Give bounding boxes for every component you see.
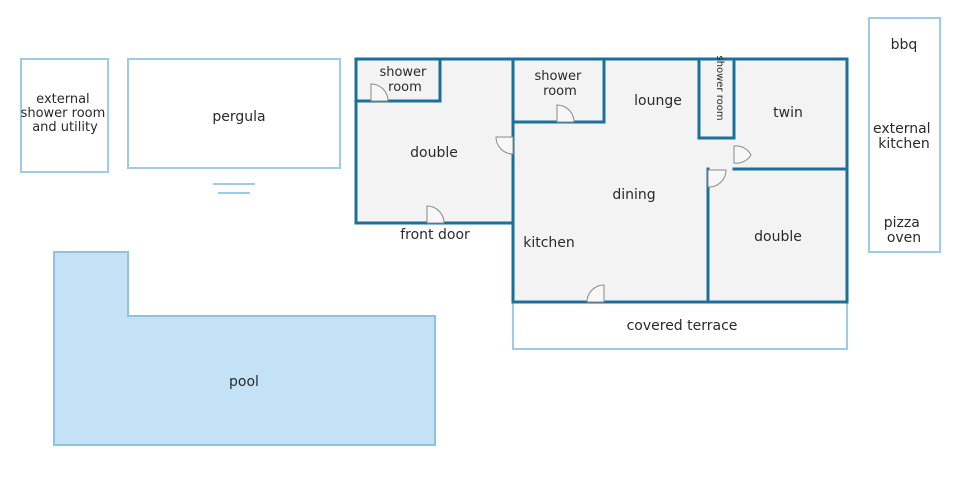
house-floor [356,59,847,302]
door-double-left [495,136,514,155]
twin-label: twin [773,105,803,121]
steps [213,183,255,194]
door-shower-mid [556,104,575,123]
pergula-outline [127,58,341,169]
shower-room-left-label: shower room [379,65,430,95]
front-door-label: front door [400,227,470,243]
double-right-label: double [754,229,802,245]
shower-room-mid-label: shower room [534,69,585,99]
covered-terrace-outline [512,301,848,350]
covered-terrace-label: covered terrace [627,318,738,334]
pizza-oven-label: pizza oven [884,215,925,246]
door-front [426,205,445,224]
lounge-label: lounge [634,93,682,109]
external-kitchen-label: external kitchen [873,121,935,152]
pool-shape [53,251,436,446]
shower-room-narrow-label: shower room [714,55,725,120]
door-terrace [586,284,605,303]
double-left-label: double [410,145,458,161]
outdoor-kitchen-outline [868,17,941,253]
kitchen-label: kitchen [523,235,575,251]
pergula-label: pergula [212,109,265,125]
door-double-right [707,169,727,188]
doors [370,83,752,303]
pool-label: pool [229,374,259,390]
door-twin [733,145,752,164]
bbq-label: bbq [891,37,918,53]
dining-label: dining [612,187,655,203]
external-shower-outline [20,58,109,173]
external-shower-label: external shower room and utility [21,92,110,135]
door-shower-left [370,83,389,102]
